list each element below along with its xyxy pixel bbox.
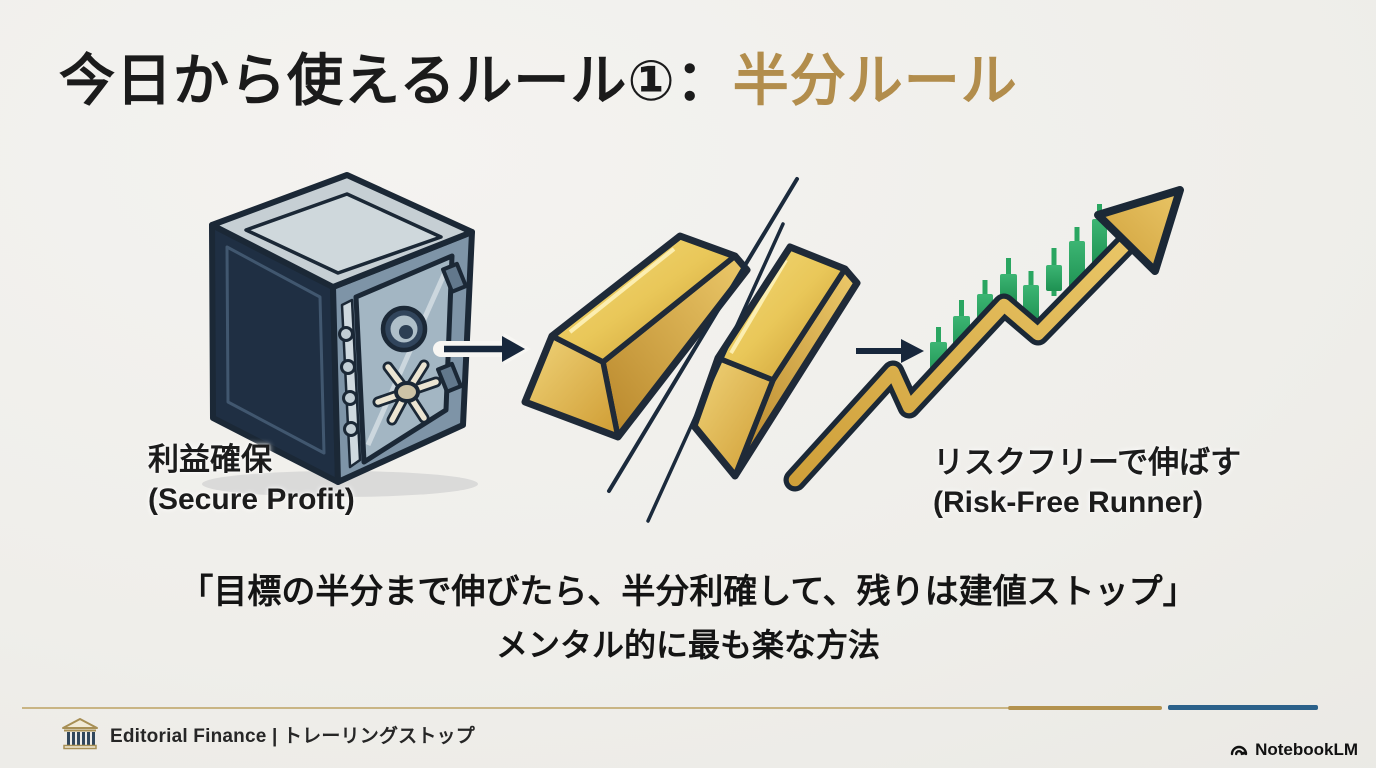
vault-icon <box>202 172 478 497</box>
footer-brand: Editorial Finance | トレーリングストップ <box>60 717 475 751</box>
label-secure-profit: 利益確保 (Secure Profit) <box>148 440 355 520</box>
notebooklm-label: NotebookLM <box>1255 740 1358 759</box>
page-title: 今日から使えるルール①：半分ルール <box>59 36 1018 117</box>
label-risk-free-runner: リスクフリーで伸ばす (Risk-Free Runner) <box>933 443 1241 523</box>
flow-arrow-icon-2 <box>856 339 924 363</box>
notebooklm-watermark: NotebookLM <box>1229 740 1358 760</box>
label-risk-free-runner-en: (Risk-Free Runner) <box>933 486 1204 519</box>
footer-brand-text: Editorial Finance | トレーリングストップ <box>110 725 475 747</box>
footer-divider <box>22 707 1008 709</box>
title-prefix: 今日から使えるルール①： <box>59 49 733 112</box>
flow-arrow-icon <box>433 333 531 365</box>
rule-quote: 「目標の半分まで伸びたら、半分利確して、残りは建値ストップ」 <box>179 573 1197 611</box>
label-risk-free-runner-jp: リスクフリーで伸ばす <box>933 445 1242 480</box>
split-slash-icon <box>607 177 799 523</box>
label-secure-profit-jp: 利益確保 <box>148 442 272 477</box>
gold-bars-icon <box>521 232 861 480</box>
trend-arrow-icon <box>783 186 1184 492</box>
label-secure-profit-en: (Secure Profit) <box>148 483 355 516</box>
rule-subtext: メンタル的に最も楽な方法 <box>495 627 880 663</box>
diagram-illustration <box>202 172 1184 523</box>
bank-icon <box>62 718 98 750</box>
progress-indicator <box>1168 705 1318 710</box>
footer-divider-accent <box>1008 706 1162 710</box>
notebooklm-logo-icon <box>1230 745 1248 756</box>
title-highlight: 半分ルール <box>732 49 1018 112</box>
